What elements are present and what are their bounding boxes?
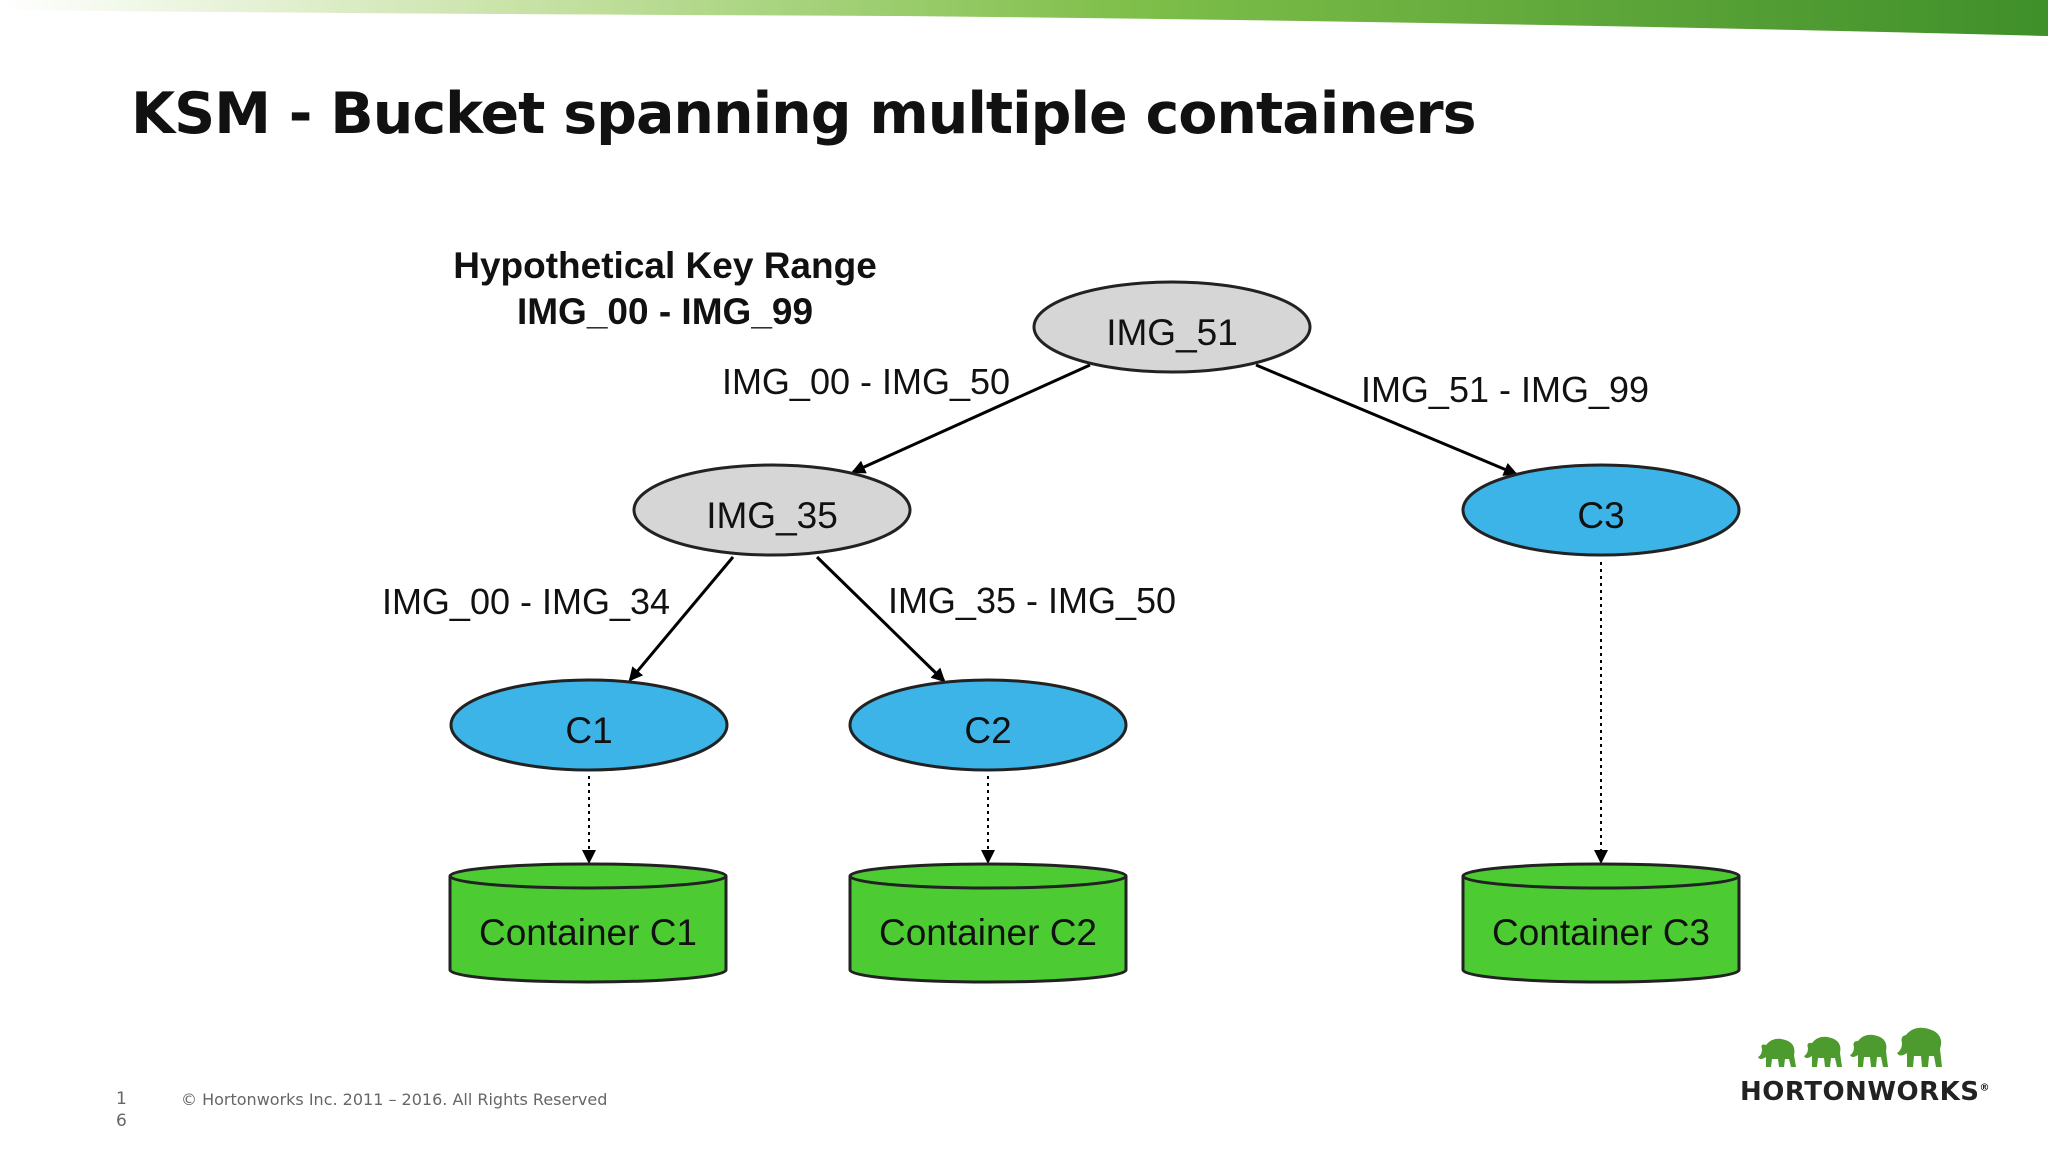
logo-wordmark-text: HORTONWORKS bbox=[1740, 1077, 1980, 1107]
page-number: 16 bbox=[116, 1089, 127, 1131]
copyright-notice: © Hortonworks Inc. 2011 – 2016. All Righ… bbox=[181, 1090, 608, 1109]
container-c3: Container C3 bbox=[1461, 862, 1741, 984]
edge-mid-to-c1 bbox=[628, 556, 735, 682]
node-root-label: IMG_51 bbox=[1106, 312, 1238, 353]
logo-wordmark: HORTONWORKS® bbox=[1740, 1077, 1990, 1107]
node-c2-label: C2 bbox=[964, 710, 1011, 751]
edge-label-root-to-mid: IMG_00 - IMG_50 bbox=[722, 361, 1010, 402]
edge-label-root-to-c3: IMG_51 - IMG_99 bbox=[1361, 369, 1649, 410]
edge-root-to-mid bbox=[851, 363, 1091, 474]
node-c2: C2 bbox=[848, 678, 1128, 772]
node-root: IMG_51 bbox=[1032, 280, 1312, 374]
node-c1: C1 bbox=[449, 678, 729, 772]
elephant-herd-icon bbox=[1758, 1027, 1942, 1067]
registered-mark: ® bbox=[1979, 1082, 1990, 1094]
container-c1-label: Container C1 bbox=[479, 912, 697, 953]
top-accent-bar bbox=[0, 0, 2048, 36]
container-c1: Container C1 bbox=[448, 862, 728, 984]
edge-label-mid-to-c2: IMG_35 - IMG_50 bbox=[888, 580, 1176, 621]
diagram-caption-line1: Hypothetical Key Range bbox=[453, 245, 877, 286]
container-c3-label: Container C3 bbox=[1492, 912, 1710, 953]
hortonworks-logo: HORTONWORKS® bbox=[1740, 1025, 1990, 1115]
node-c3-label: C3 bbox=[1577, 495, 1624, 536]
node-mid: IMG_35 bbox=[632, 463, 912, 557]
node-c1-label: C1 bbox=[565, 710, 612, 751]
slide-title: KSM - Bucket spanning multiple container… bbox=[131, 81, 1477, 147]
edge-root-to-c3 bbox=[1255, 363, 1518, 476]
edge-label-mid-to-c1: IMG_00 - IMG_34 bbox=[382, 581, 670, 622]
diagram-caption-line2: IMG_00 - IMG_99 bbox=[517, 291, 813, 332]
container-c2-label: Container C2 bbox=[879, 912, 1097, 953]
node-mid-label: IMG_35 bbox=[706, 495, 838, 536]
container-c2: Container C2 bbox=[848, 862, 1128, 984]
node-c3: C3 bbox=[1461, 463, 1741, 557]
edge-mid-to-c2 bbox=[815, 555, 946, 683]
